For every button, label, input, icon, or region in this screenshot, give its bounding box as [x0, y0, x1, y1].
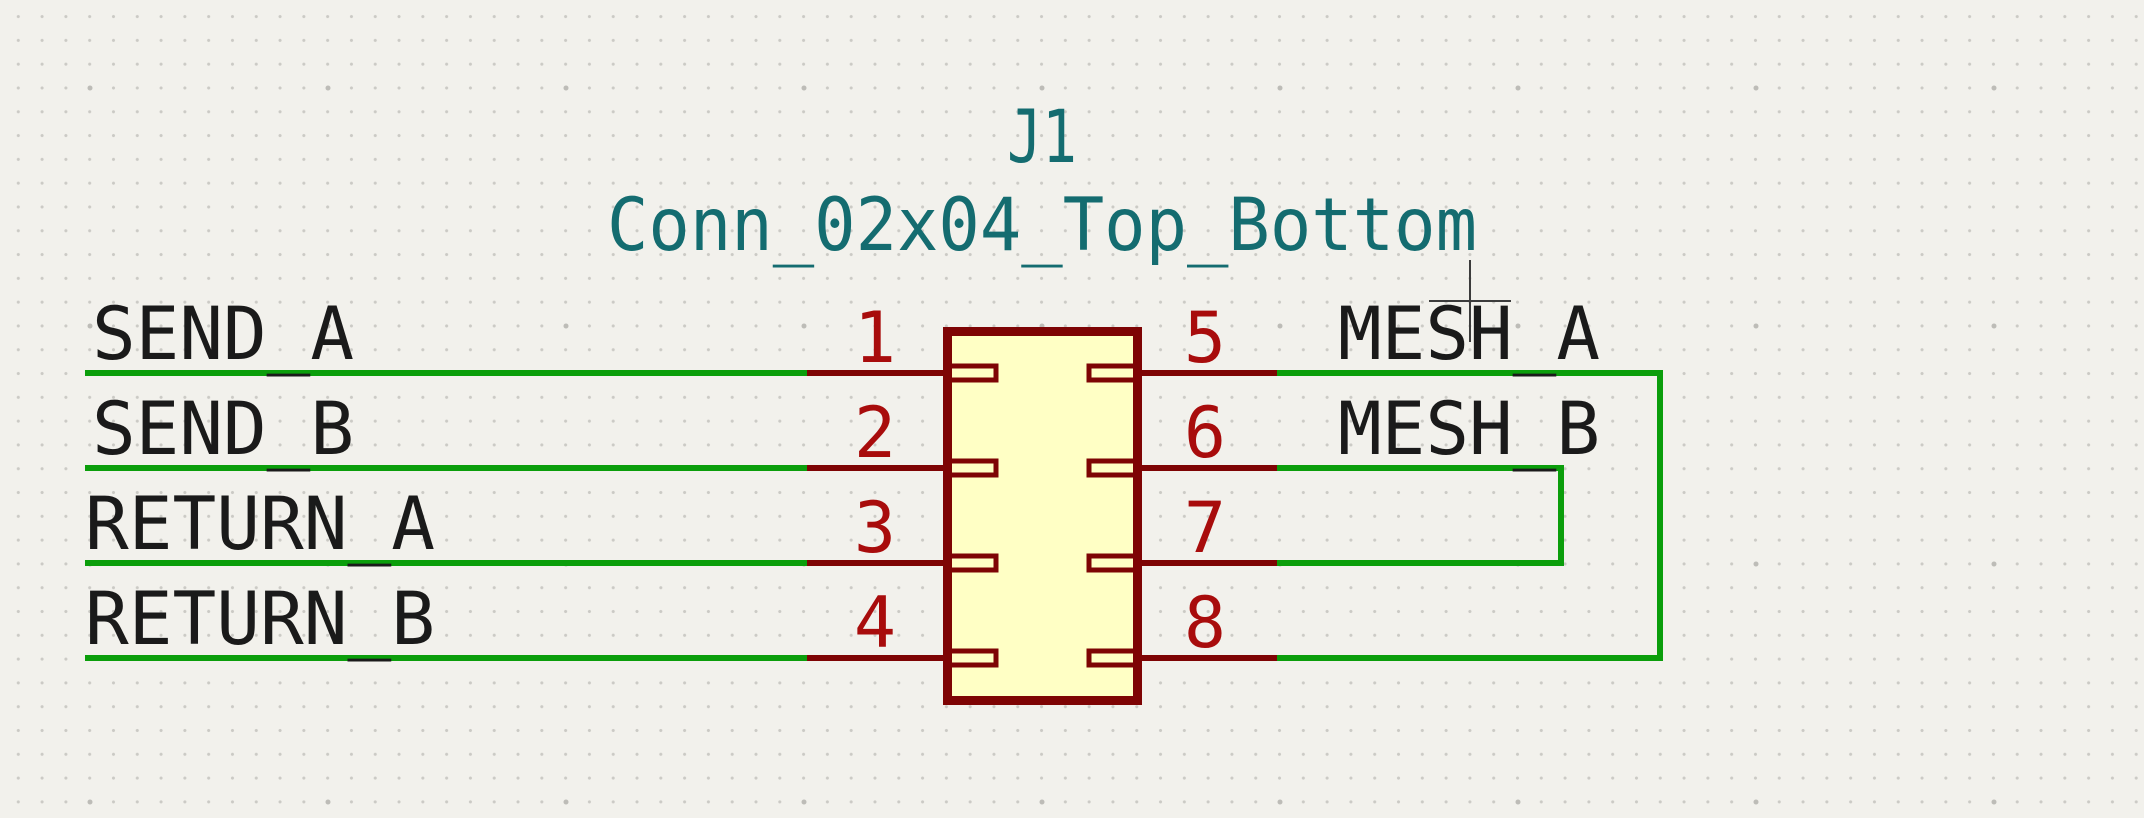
pin-notch-6 [1086, 458, 1139, 478]
pin-number-2[interactable]: 2 [854, 392, 896, 474]
pin-number-7[interactable]: 7 [1184, 487, 1226, 569]
pin-number-1[interactable]: 1 [854, 297, 896, 379]
pin-notch-2 [946, 458, 999, 478]
net-label-return_b[interactable]: RETURN_B [85, 577, 435, 662]
pin-number-5[interactable]: 5 [1184, 297, 1226, 379]
pin-notch-8 [1086, 648, 1139, 668]
pin-number-3[interactable]: 3 [854, 487, 896, 569]
wire-mesh_b[interactable] [1277, 465, 1564, 566]
connector-body[interactable] [943, 327, 1142, 705]
net-label-send_a[interactable]: SEND_A [92, 292, 354, 377]
pin-number-8[interactable]: 8 [1184, 582, 1226, 664]
net-label-send_b[interactable]: SEND_B [92, 387, 354, 472]
pin-notch-5 [1086, 363, 1139, 383]
net-label-return_a[interactable]: RETURN_A [85, 482, 435, 567]
pin-notch-4 [946, 648, 999, 668]
pin-number-6[interactable]: 6 [1184, 392, 1226, 474]
pin-notch-3 [946, 553, 999, 573]
pin-notch-7 [1086, 553, 1139, 573]
wire-mesh_a[interactable] [1277, 370, 1663, 661]
component-value[interactable]: Conn_02x04_Top_Bottom [607, 183, 1477, 268]
component-reference[interactable]: J1 [1007, 95, 1077, 180]
net-label-mesh_b[interactable]: MESH_B [1338, 387, 1600, 472]
pin-notch-1 [946, 363, 999, 383]
pin-number-4[interactable]: 4 [854, 582, 896, 664]
